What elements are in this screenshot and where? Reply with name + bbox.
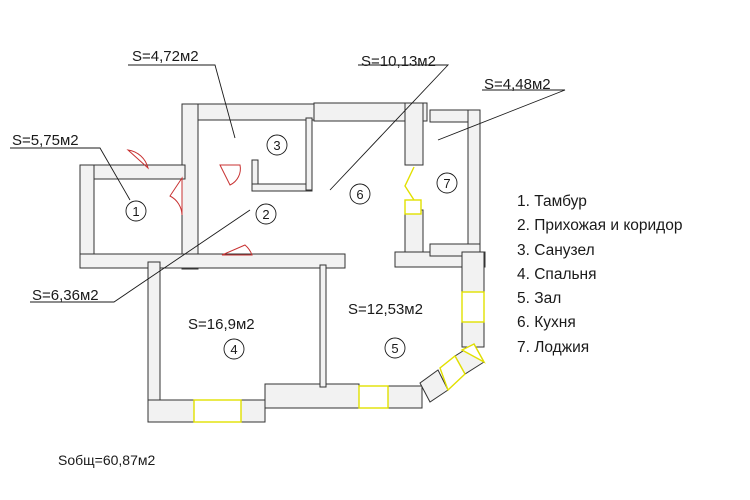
window (439, 354, 466, 392)
legend-item: 2. Прихожая и коридор (517, 217, 683, 235)
leader-line (128, 64, 236, 139)
legend-item: 3. Санузел (517, 241, 595, 259)
door-swing (126, 149, 149, 170)
door-swing (219, 164, 241, 186)
area-label-tambur: S=5,75м2 (12, 132, 79, 149)
room-number-1: 1 (132, 204, 139, 219)
wall-segment (264, 383, 360, 409)
room-number-7: 7 (443, 176, 450, 191)
leader-line (10, 147, 131, 201)
room-marker-4 (223, 338, 245, 360)
room-marker-7 (436, 172, 458, 194)
wall-segment (305, 117, 313, 191)
wall-segment (387, 385, 423, 409)
wall-segment (319, 264, 327, 388)
legend-item: 5. Зал (517, 290, 562, 308)
wall-segment (461, 321, 485, 348)
wall-segment (79, 164, 186, 180)
area-label-kitchen: S=10,13м2 (361, 53, 436, 70)
window (404, 199, 422, 215)
area-label-loggia: S=4,48м2 (484, 76, 551, 93)
legend-item: 4. Спальня (517, 265, 597, 283)
room-marker-6 (349, 183, 371, 205)
window (461, 291, 485, 323)
room-number-6: 6 (356, 187, 363, 202)
room-number-2: 2 (262, 207, 269, 222)
room-marker-5 (384, 337, 406, 359)
leader-line (329, 64, 450, 191)
room-marker-2 (255, 203, 277, 225)
wall-segment (461, 251, 485, 293)
legend-item: 7. Лоджия (517, 338, 590, 356)
leader-line (30, 209, 251, 303)
wall-segment (251, 183, 313, 192)
wall-segment (181, 103, 199, 270)
wall-segment (147, 399, 195, 423)
room-marker-1 (125, 200, 147, 222)
area-label-hall: S=12,53м2 (348, 301, 423, 318)
window (193, 399, 242, 423)
door-swing (169, 176, 183, 216)
room-marker-3 (266, 134, 288, 156)
room-legend: 1. Тамбур 2. Прихожая и коридор 3. Сануз… (517, 190, 682, 360)
windows (193, 166, 486, 423)
window (460, 343, 486, 364)
area-label-corridor: S=6,36м2 (32, 287, 99, 304)
wall-segment (147, 261, 161, 423)
wall-segment (404, 102, 424, 166)
leader-lines (10, 64, 566, 303)
window (358, 385, 389, 409)
wall-segment (467, 109, 481, 251)
wall-segment (79, 164, 95, 268)
leader-line (437, 89, 566, 141)
wall-segment (429, 109, 475, 123)
area-label-bathroom: S=4,72м2 (132, 48, 199, 65)
door-swing (221, 244, 253, 256)
wall-segment (240, 399, 266, 423)
walls (79, 102, 486, 423)
legend-item: 6. Кухня (517, 314, 576, 332)
room-number-5: 5 (391, 341, 398, 356)
window (404, 166, 415, 201)
wall-segment (79, 253, 346, 269)
room-markers (125, 134, 458, 360)
legend-item: 1. Тамбур (517, 193, 587, 210)
wall-segment (313, 102, 428, 122)
room-number-3: 3 (273, 138, 280, 153)
room-number-4: 4 (230, 342, 237, 357)
total-area: Sобщ=60,87м2 (58, 452, 156, 468)
wall-segment (181, 103, 317, 121)
area-label-bedroom: S=16,9м2 (188, 316, 255, 333)
doors (126, 149, 253, 256)
